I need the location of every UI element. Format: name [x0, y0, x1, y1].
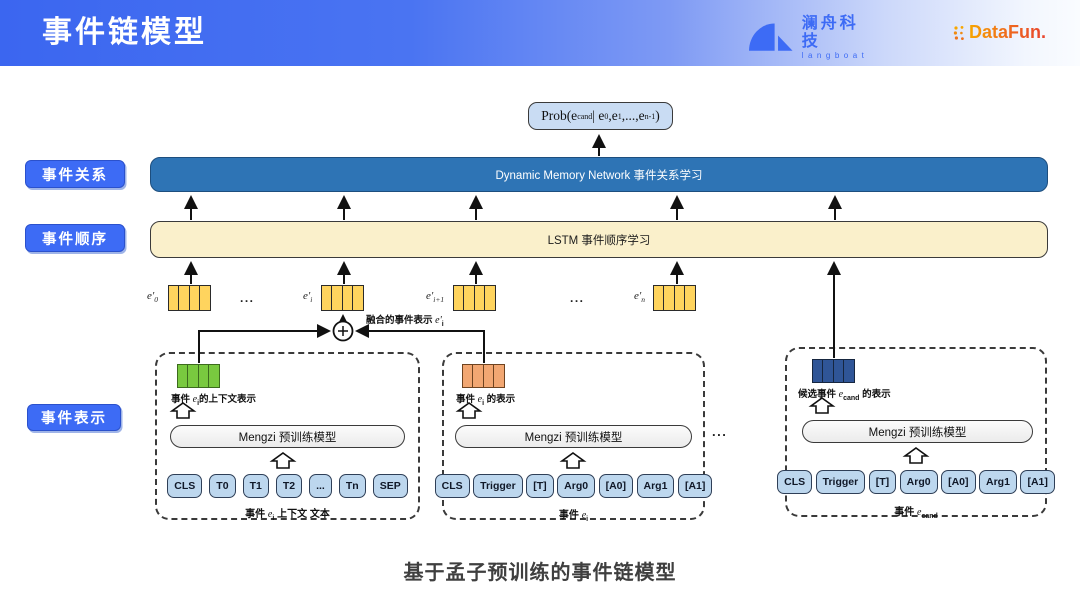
langboat-logo: 澜舟科技 langboat	[749, 15, 872, 61]
token: [T]	[868, 470, 897, 494]
fused-representation-label: 融合的事件表示 e'i	[366, 315, 444, 328]
token: Arg1	[636, 474, 675, 498]
langboat-wordmark: 澜舟科技 langboat	[802, 15, 872, 61]
token: [A1]	[1020, 470, 1055, 494]
event-repr-label: 事件 ei 的表示	[456, 394, 516, 407]
candidate-repr-label: 候选事件 ecand 的表示	[798, 389, 891, 402]
datafun-dots-icon	[953, 25, 964, 40]
token: CLS	[167, 474, 203, 498]
token: [T]	[526, 474, 554, 498]
side-label-event-relation: 事件关系	[25, 160, 125, 188]
token: [A0]	[941, 470, 976, 494]
vector-label-ei: e'i	[303, 290, 313, 305]
ellipsis: ...	[570, 291, 585, 305]
token: [A0]	[598, 474, 634, 498]
candidate-encoder-box	[785, 347, 1047, 517]
token: CLS	[434, 474, 470, 498]
token: Arg1	[979, 470, 1017, 494]
mengzi-model-box-3: Mengzi 预训练模型	[802, 420, 1033, 443]
vector-cells-ei1	[453, 285, 497, 311]
candidate-box-caption: 事件 ecand	[894, 507, 938, 520]
datafun-wordmark: DataFun.	[968, 22, 1046, 42]
vector-cells-e0	[168, 285, 212, 311]
candidate-repr-cells	[812, 359, 856, 383]
mengzi-model-box-2: Mengzi 预训练模型	[455, 425, 692, 448]
token: T2	[275, 474, 303, 498]
token: Arg0	[557, 474, 596, 498]
vector-cells-ei	[321, 285, 365, 311]
vector-label-ei1: e'i+1	[426, 290, 445, 305]
fusion-plus-icon	[332, 320, 354, 342]
token-row-event: CLS Trigger [T] Arg0 [A0] Arg1 [A1]	[434, 474, 713, 498]
context-repr-label: 事件 ei的上下文表示	[171, 394, 257, 407]
page-title: 事件链模型	[42, 16, 207, 49]
langboat-sail-icon	[749, 23, 793, 51]
side-label-event-order: 事件顺序	[25, 224, 125, 252]
token: CLS	[777, 470, 813, 494]
token: Trigger	[815, 470, 866, 494]
token-row-candidate: CLS Trigger [T] Arg0 [A0] Arg1 [A1]	[777, 470, 1055, 494]
vector-cells-en	[653, 285, 697, 311]
event-repr-cells	[462, 364, 506, 388]
token: ...	[309, 474, 332, 498]
token: Trigger	[473, 474, 523, 498]
token-row-context: CLS T0 T1 T2 ... Tn SEP	[157, 474, 418, 498]
header-bar: 事件链模型 澜舟科技 langboat DataFun.	[0, 0, 1080, 66]
token: T0	[209, 474, 236, 498]
slide-caption: 基于孟子预训练的事件链模型	[403, 562, 677, 584]
side-label-event-representation: 事件表示	[27, 404, 121, 431]
vector-label-en: e'n	[634, 290, 645, 305]
token: SEP	[372, 474, 408, 498]
token: T1	[242, 474, 269, 498]
mengzi-model-box-1: Mengzi 预训练模型	[170, 425, 405, 448]
token: Arg0	[899, 470, 938, 494]
langboat-name: 澜舟科技	[801, 15, 859, 50]
vector-label-e0: e'0	[147, 290, 158, 305]
ellipsis: ...	[712, 424, 728, 439]
event-box-caption: 事件 ei	[558, 510, 589, 523]
context-repr-cells	[177, 364, 221, 388]
lstm-bar: LSTM 事件顺序学习	[150, 221, 1048, 258]
token: [A1]	[677, 474, 713, 498]
token: Tn	[338, 474, 366, 498]
dynamic-memory-network-bar: Dynamic Memory Network 事件关系学习	[150, 157, 1048, 192]
datafun-logo: DataFun.	[953, 22, 1046, 43]
langboat-subtitle: langboat	[801, 51, 869, 60]
event-encoder-box	[442, 352, 705, 520]
ellipsis: ...	[240, 291, 255, 305]
context-box-caption: 事件 ei 上下文 文本	[245, 509, 330, 522]
